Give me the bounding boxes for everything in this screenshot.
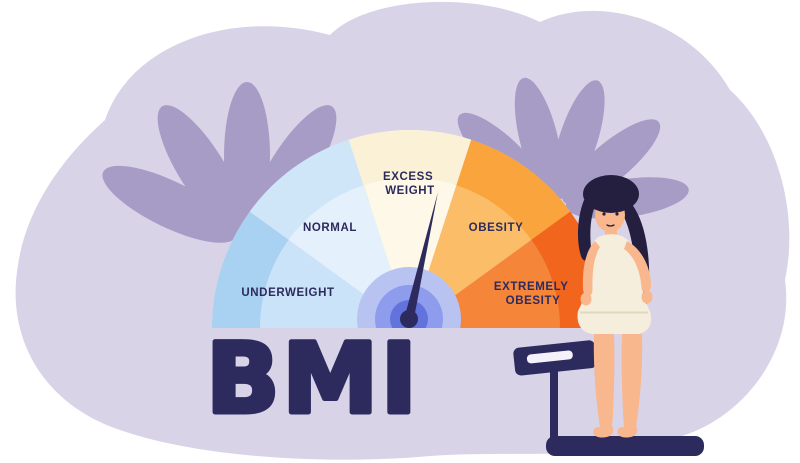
- woman-hand-right: [641, 290, 653, 304]
- woman-shorts: [577, 311, 652, 334]
- gauge-band-normal: [249, 139, 364, 240]
- leaf-lobe: [514, 77, 563, 199]
- bmi-title: BMI: [206, 323, 419, 435]
- scale-display: [513, 340, 597, 376]
- gauge-label-underweight: UNDERWEIGHT: [241, 287, 334, 299]
- woman-leg-left: [593, 334, 615, 427]
- woman-arm-left: [582, 241, 600, 297]
- gauge-hub: [357, 192, 461, 328]
- woman-face-features: [600, 207, 621, 227]
- gauge-band-excess-weight: [348, 130, 472, 186]
- scale-screen: [526, 350, 573, 364]
- woman-eyebrow-left: [600, 207, 608, 211]
- scale-base: [546, 436, 704, 456]
- woman-eye-left: [602, 212, 606, 216]
- needle-pivot: [400, 310, 418, 328]
- scale-pole: [550, 370, 558, 438]
- leaf-lobe: [157, 105, 246, 233]
- gauge-needle: [404, 192, 438, 321]
- gauge-label-obesity: OBESITY: [469, 222, 524, 234]
- woman-foot-left: [593, 427, 614, 438]
- gauge-label-normal: NORMAL: [303, 222, 357, 234]
- leaf-lobe: [102, 165, 237, 243]
- gauge-band-underweight: [212, 211, 289, 328]
- woman-mouth: [606, 224, 615, 227]
- woman-arm-right: [624, 241, 652, 293]
- woman-foot-right: [617, 427, 638, 438]
- weight-scale: [513, 340, 704, 456]
- leaf-lobe: [551, 80, 605, 199]
- woman-hair-top: [583, 175, 639, 213]
- woman-arms: [580, 241, 653, 306]
- leaf-lobe: [562, 119, 661, 205]
- woman-illustration: [577, 175, 653, 438]
- gauge-label-excess-weight: EXCESS WEIGHT: [383, 171, 437, 197]
- woman-eyebrow-right: [613, 207, 621, 211]
- gauge-band-obesity: [456, 139, 571, 240]
- woman-hand-left: [580, 292, 592, 306]
- bmi-gauge: UNDERWEIGHT NORMAL EXCESS WEIGHT OBESITY…: [212, 130, 608, 328]
- woman-leg-right: [621, 334, 643, 427]
- woman-eye-right: [615, 212, 619, 216]
- gauge-label-extremely-obesity: EXTREMELY OBESITY: [494, 281, 572, 307]
